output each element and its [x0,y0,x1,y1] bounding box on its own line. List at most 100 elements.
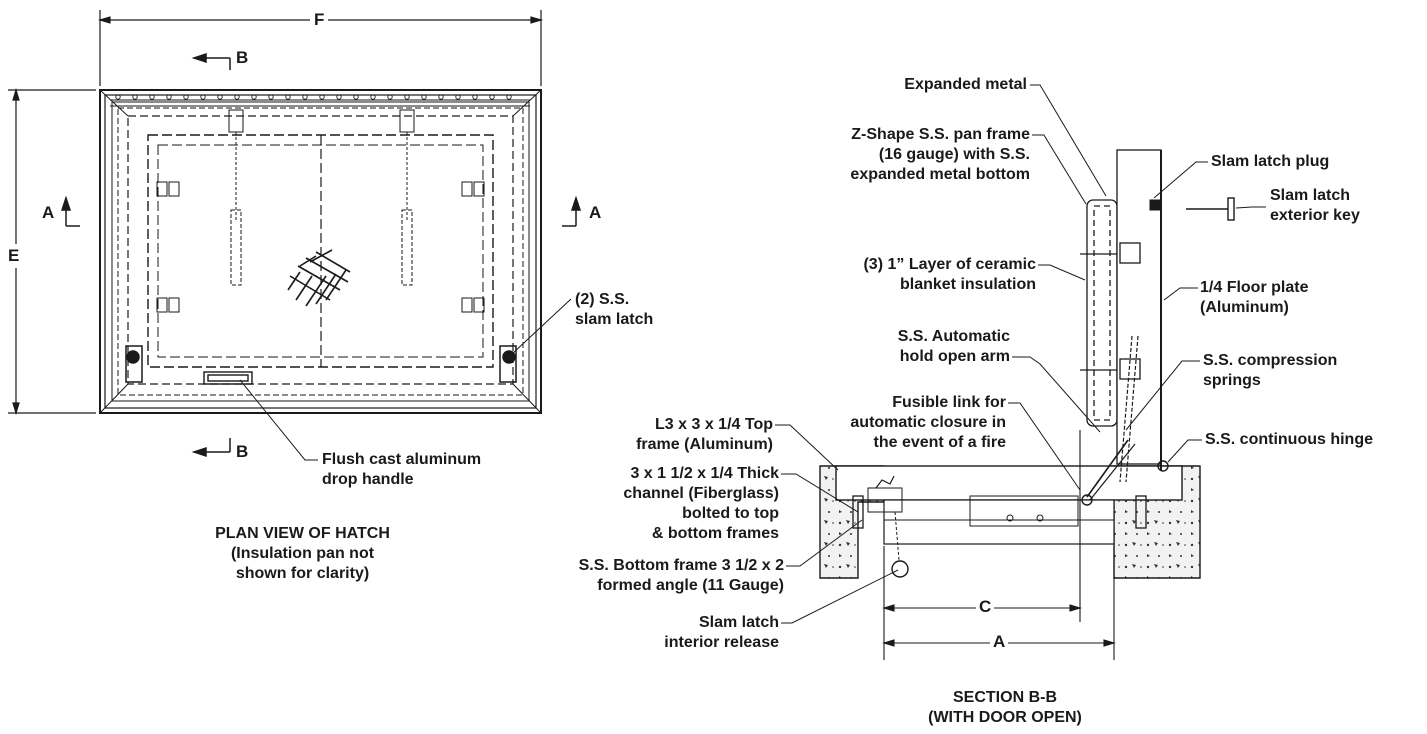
drop-handle [203,371,253,385]
label-line: S.S. Bottom frame 3 1/2 x 2 [578,557,784,574]
label-ceramic-insulation: (3) 1” Layer of ceramic blanket insulati… [790,255,1036,295]
hold-open-arm [1086,439,1129,498]
section-mark-b-top [191,52,231,70]
label-fusible-link: Fusible link for automatic closure in th… [790,393,1006,453]
dim-e-label: E [8,244,20,268]
label-drop-handle: Flush cast aluminum drop handle [322,450,481,490]
title-line: shown for clarity) [235,565,370,582]
label-floor-plate: 1/4 Floor plate (Aluminum) [1200,278,1308,318]
label-line: interior release [664,634,779,651]
hinge-bolt [336,94,342,100]
label-slam-latch: (2) S.S. slam latch [575,290,653,330]
hinge-bolt [472,94,478,100]
label-exterior-key: Slam latch exterior key [1270,186,1360,226]
label-z-pan-frame: Z-Shape S.S. pan frame (16 gauge) with S… [790,125,1030,185]
hinge-bolt [166,94,172,100]
hinge-bolt [404,94,410,100]
hinge-bolt [285,94,291,100]
label-line: the event of a fire [873,434,1006,451]
label-line: & bottom frames [651,525,779,542]
hinge-bolt [183,94,189,100]
section-b-top-label: B [236,48,249,67]
label-line: automatic closure in [850,414,1006,431]
label-line: frame (Aluminum) [636,436,773,453]
slam-latch-left [125,345,143,383]
section-title: SECTION B-B (WITH DOOR OPEN) [905,688,1105,728]
label-line: (3) 1” Layer of ceramic [863,256,1036,273]
section-mark-a-right [562,195,582,227]
label-line: channel (Fiberglass) [623,485,779,502]
hinge-bolt [149,94,155,100]
dim-c-line [882,430,1115,660]
label-top-frame: L3 x 3 x 1/4 Top frame (Aluminum) [580,415,773,455]
plan-view [8,10,582,461]
hinge-bolts [110,99,530,107]
slam-latch-right [499,345,517,383]
dim-f-label: F [310,10,329,30]
label-line: blanket insulation [899,276,1036,293]
label-line: L3 x 3 x 1/4 Top [655,416,773,433]
dim-a-label: A [990,633,1009,651]
label-slam-latch-plug: Slam latch plug [1211,153,1330,170]
hinge-bolt [319,94,325,100]
continuous-hinge [1157,460,1169,472]
leader-slam-latch [511,298,572,355]
hinge-bolt [217,94,223,100]
label-line: formed angle (11 Gauge) [597,577,784,594]
section-mark-a-left [60,195,80,227]
hinge-bolt [353,94,359,100]
label-line: expanded metal bottom [850,166,1030,183]
label-line: Flush cast aluminum [322,451,482,468]
label-line: drop handle [322,471,414,488]
title-line: (WITH DOOR OPEN) [928,709,1082,726]
label-line: Z-Shape S.S. pan frame [851,126,1030,143]
section-mark-b-bottom [191,438,231,458]
hinge-bolt [132,94,138,100]
hinge-bolt [370,94,376,100]
plan-title: PLAN VIEW OF HATCH (Insulation pan not s… [190,524,415,584]
label-line: Slam latch [1270,187,1351,204]
label-line: (16 gauge) with S.S. [878,146,1030,163]
hinge-bolt [506,94,512,100]
hatch-outer-frame [99,89,542,414]
spring-left [228,109,244,286]
hinge-bolt [455,94,461,100]
label-line: 3 x 1 1/2 x 1/4 Thick [630,465,779,482]
label-line: springs [1203,372,1261,389]
tread-pattern [287,249,351,307]
label-interior-release: Slam latch interior release [620,613,779,653]
label-line: exterior key [1270,207,1360,224]
label-line: slam latch [575,311,654,328]
label-line: Slam latch [698,614,779,631]
label-hold-open-arm: S.S. Automatic hold open arm [800,327,1010,367]
label-line: (2) S.S. [575,291,630,308]
hinge-bolt [489,94,495,100]
leader-handle [239,379,318,461]
section-a-left-label: A [42,203,55,222]
title-line: SECTION B-B [953,689,1057,706]
dim-c-label: C [976,598,995,616]
label-compression-springs: S.S. compression springs [1203,351,1337,391]
label-continuous-hinge: S.S. continuous hinge [1205,431,1373,448]
label-expanded-metal: Expanded metal [904,76,1027,93]
hinge-bolt [302,94,308,100]
hinge-bolt [387,94,393,100]
label-channel: 3 x 1 1/2 x 1/4 Thick channel (Fiberglas… [570,464,779,544]
hinge-bolt [234,94,240,100]
section-a-right-label: A [589,203,602,222]
label-line: S.S. Automatic [897,328,1010,345]
open-door-panel [1080,149,1162,470]
section-view [775,84,1266,660]
dim-e-line [8,87,96,416]
label-line: 1/4 Floor plate [1200,279,1309,296]
label-bottom-frame: S.S. Bottom frame 3 1/2 x 2 formed angle… [520,556,784,596]
spring-right [399,109,415,286]
title-line: PLAN VIEW OF HATCH [215,525,390,542]
label-line: S.S. compression [1203,352,1338,369]
label-line: bolted to top [682,505,779,522]
hinge-bolt [438,94,444,100]
exterior-key [1186,197,1235,221]
label-line: Fusible link for [892,394,1006,411]
hinge-bolt [268,94,274,100]
